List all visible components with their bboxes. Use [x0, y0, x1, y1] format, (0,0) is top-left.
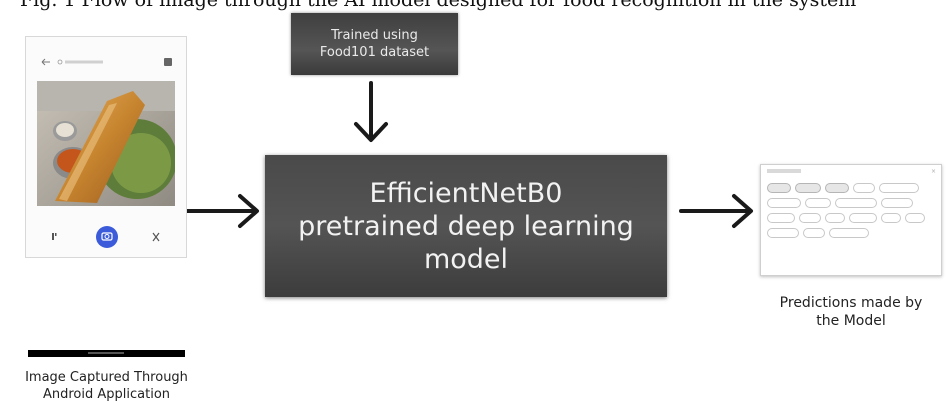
prediction-chip — [825, 183, 849, 193]
predictions-label: Predictions made by the Model — [746, 294, 949, 330]
close-icon: × — [930, 168, 936, 175]
input-arrow-head — [238, 194, 259, 228]
predictions-card: × — [760, 164, 942, 276]
flash-icon — [52, 233, 57, 240]
prediction-chip — [853, 183, 875, 193]
model-box: EfficientNetB0 pretrained deep learning … — [265, 155, 667, 297]
capture-underline — [28, 350, 185, 357]
capture-label: Image Captured Through Android Applicati… — [0, 369, 213, 403]
search-placeholder — [65, 60, 103, 64]
prediction-chips — [767, 183, 935, 238]
prediction-chip — [767, 228, 799, 238]
predictions-header — [767, 169, 801, 175]
output-arrow-head — [732, 194, 753, 228]
prediction-chip — [795, 183, 821, 193]
phone-search-bar — [41, 58, 172, 66]
gallery-icon — [164, 58, 172, 66]
prediction-chip — [767, 213, 795, 223]
prediction-chip — [829, 228, 869, 238]
prediction-chip — [805, 198, 831, 208]
prediction-chip — [881, 198, 913, 208]
model-box-line-2: pretrained deep learning — [298, 210, 634, 242]
prediction-chip — [881, 213, 901, 223]
camera-controls — [52, 226, 160, 248]
dataset-box-line-1: Trained using — [331, 28, 418, 43]
dataset-box-line-2: Food101 dataset — [319, 45, 430, 60]
back-arrow-icon — [41, 58, 50, 66]
model-box-line-1: EfficientNetB0 — [369, 177, 563, 209]
down-arrow-head — [354, 122, 388, 142]
prediction-chip — [905, 213, 925, 223]
model-box-line-3: model — [423, 243, 509, 275]
figure-caption: Fig. 1 Flow of image through the AI mode… — [20, 0, 857, 11]
predictions-label-line-2: the Model — [816, 313, 886, 329]
prediction-chip — [879, 183, 919, 193]
capture-label-line-1: Image Captured Through — [25, 370, 188, 385]
camera-icon — [96, 226, 118, 248]
prediction-chip — [849, 213, 877, 223]
prediction-chip — [799, 213, 821, 223]
phone-screenshot — [25, 36, 187, 258]
prediction-chip — [767, 183, 791, 193]
prediction-chip — [767, 198, 801, 208]
search-icon — [57, 59, 63, 65]
close-icon — [152, 232, 160, 242]
capture-label-line-2: Android Application — [42, 387, 171, 402]
predictions-label-line-1: Predictions made by — [779, 295, 923, 311]
prediction-chip — [825, 213, 845, 223]
food-photo — [37, 81, 175, 206]
dataset-box: Trained using Food101 dataset — [291, 13, 458, 75]
prediction-chip — [803, 228, 825, 238]
prediction-chip — [835, 198, 877, 208]
